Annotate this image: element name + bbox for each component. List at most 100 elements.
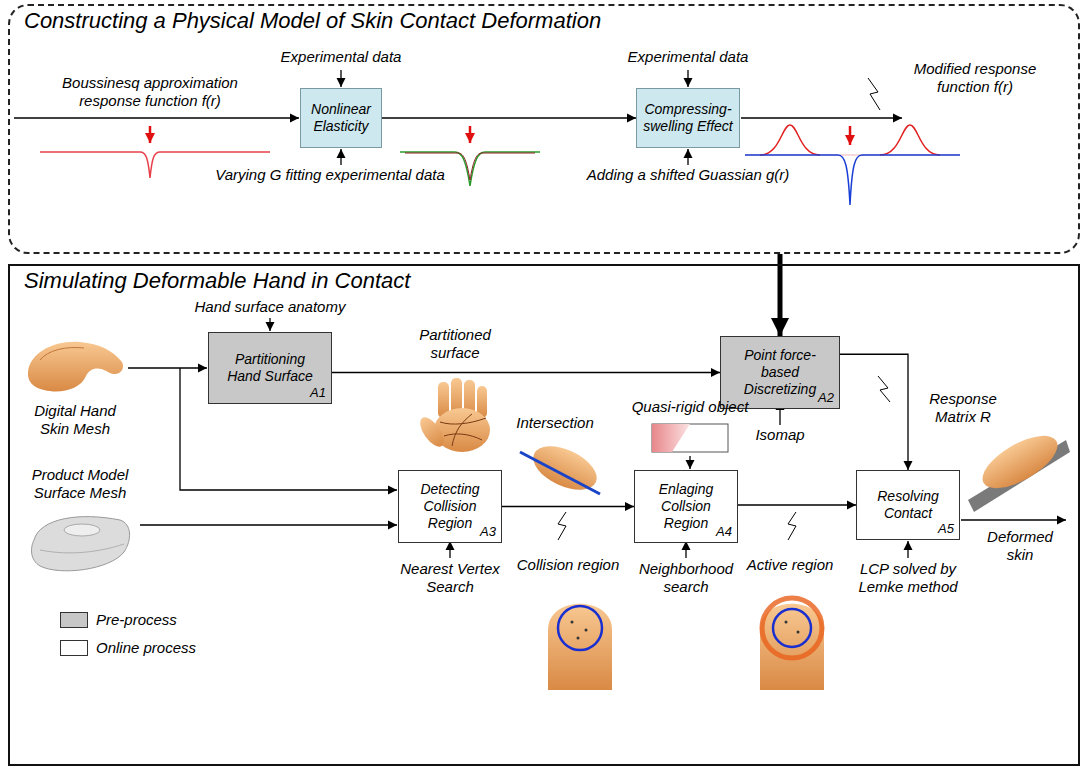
product-mesh-picture: [64, 524, 100, 536]
flow-arrow: [738, 504, 856, 505]
preprocess-box: Partitioning Hand SurfaceA1: [208, 332, 332, 404]
input-arrows: [14, 117, 299, 118]
response-curves: [849, 126, 852, 145]
flow-arrow: [382, 117, 636, 118]
input-arrows: [907, 541, 908, 558]
annotation-label: Digital Hand Skin Mesh: [20, 402, 130, 438]
annotation-label: Quasi-rigid object: [620, 398, 760, 416]
box-label: Detecting Collision Region: [416, 481, 484, 532]
legend-swatch: [60, 640, 88, 656]
collision-region-picture: [548, 604, 612, 690]
section-panel: Constructing a Physical Model of Skin Co…: [8, 4, 1080, 254]
legend-text: Online process: [96, 639, 196, 656]
active-region-picture: [762, 598, 822, 658]
hand-mesh-picture: [28, 342, 123, 392]
section-heading: Simulating Deformable Hand in Contact: [24, 268, 410, 294]
online-process-box: Detecting Collision RegionA3: [398, 470, 502, 543]
deformed-skin-picture: [968, 425, 1070, 512]
annotation-label: LCP solved by Lemke method: [848, 560, 968, 596]
annotation-label: Experimental data: [261, 48, 421, 66]
annotation-label: Deformed skin: [975, 528, 1065, 564]
annotation-label: Varying G fitting experimental data: [195, 166, 465, 184]
edge-label: Active region: [742, 556, 838, 574]
partitioned-hand-picture: [434, 408, 490, 452]
active-region-picture: [797, 631, 800, 634]
thick-flow-arrow: [778, 254, 783, 336]
step-id: A5: [938, 521, 954, 536]
hand-mesh-picture: [28, 342, 123, 392]
edge-label: Partitioned surface: [400, 326, 510, 362]
quasi-rigid-picture: [652, 424, 728, 452]
flow-arrow: [502, 506, 634, 507]
flow-arrow: [840, 354, 908, 470]
intersection-picture: [520, 437, 603, 498]
annotation-label: Hand surface anatomy: [180, 298, 360, 316]
collision-region-picture: [577, 637, 580, 640]
annotation-label: Adding a shifted Guassian g(r): [568, 166, 808, 184]
box-label: Point force-based Discretizing: [738, 347, 822, 398]
section-panel: Simulating Deformable Hand in ContactPar…: [8, 264, 1080, 766]
annotation-label: Nearest Vertex Search: [395, 560, 505, 596]
input-arrows: [14, 70, 1066, 558]
input-arrows: [687, 70, 688, 87]
callout-marks: [558, 512, 566, 540]
response-curves: [880, 125, 940, 155]
deformed-skin-picture: [975, 425, 1066, 498]
response-curves: [760, 125, 820, 155]
annotation-label: Product Model Surface Mesh: [18, 466, 142, 502]
product-mesh-picture: [32, 517, 130, 571]
box-label: Nonlinear Elasticity: [304, 101, 378, 135]
annotation-label: Intersection: [505, 414, 605, 432]
box-label: Partitioning Hand Surface: [226, 351, 314, 385]
collision-region-picture: [571, 621, 574, 624]
collision-region-picture: [585, 629, 588, 632]
input-arrows: [685, 541, 686, 558]
input-arrows: [449, 541, 450, 558]
edge-label: Collision region: [508, 556, 628, 574]
box-label: Resolving Contact: [874, 488, 942, 522]
box-label: Enlaging Collsion Region: [652, 481, 720, 532]
model-step-box: Compressing-swelling Effect: [636, 88, 740, 148]
quasi-rigid-picture: [652, 424, 690, 452]
response-curves: [149, 126, 152, 143]
input-arrows: [340, 149, 341, 165]
input-arrows: [140, 524, 397, 525]
response-curves: [40, 125, 960, 205]
input-arrows: [687, 149, 688, 165]
annotation-label: Experimental data: [608, 48, 768, 66]
active-region-picture: [785, 621, 788, 624]
active-region-picture: [760, 598, 824, 690]
input-arrows: [340, 70, 341, 87]
section-heading: Constructing a Physical Model of Skin Co…: [24, 8, 601, 34]
annotation-label: Boussinesq approximation response functi…: [40, 74, 260, 110]
product-mesh-picture: [32, 517, 130, 571]
step-id: A4: [716, 524, 732, 539]
legend-text: Pre-process: [96, 611, 177, 628]
intersection-picture: [520, 452, 600, 494]
callout-marks: [878, 376, 890, 402]
input-arrows: [269, 318, 270, 331]
input-arrows: [128, 367, 207, 368]
model-step-box: Nonlinear Elasticity: [300, 88, 382, 148]
input-arrows: [961, 519, 1066, 520]
collision-region-picture: [558, 606, 602, 650]
partitioned-hand-picture: [416, 413, 449, 450]
quasi-rigid-picture: [652, 424, 728, 452]
partitioned-hand-picture: [440, 414, 486, 446]
input-arrows: [741, 117, 902, 118]
online-process-box: Enlaging Collsion RegionA4: [634, 470, 738, 543]
active-region-picture: [773, 609, 811, 647]
flow-arrow: [332, 372, 720, 373]
hand-mesh-picture: [40, 348, 84, 361]
edge-label: Response Matrix R: [918, 390, 1008, 426]
annotation-label: Neighborhood search: [631, 560, 741, 596]
step-id: A3: [480, 524, 496, 539]
product-mesh-picture: [40, 544, 124, 553]
step-id: A2: [818, 390, 834, 405]
response-curves: [469, 126, 472, 143]
annotation-label: Isomap: [740, 426, 820, 444]
box-label: Compressing-swelling Effect: [640, 101, 736, 135]
step-id: A1: [310, 385, 326, 400]
online-process-box: Resolving ContactA5: [856, 470, 960, 540]
